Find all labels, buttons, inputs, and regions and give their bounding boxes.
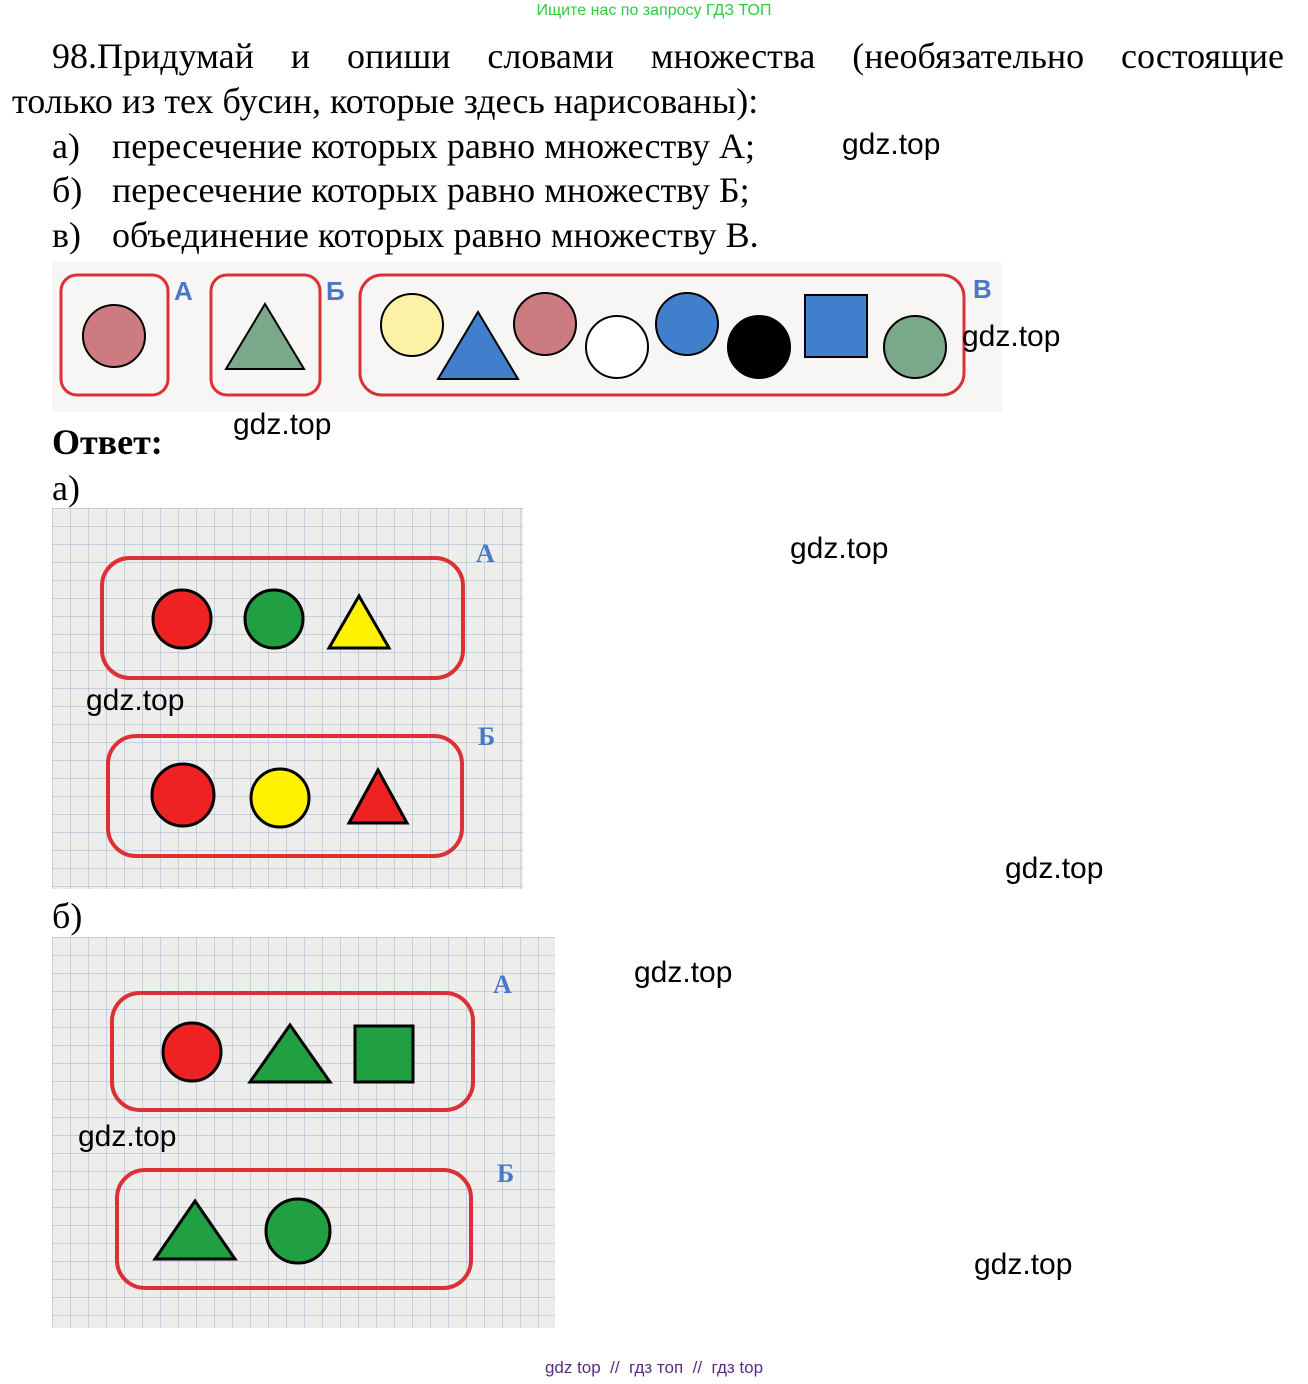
- task-line-1: 98.Придумай и опиши словами множества (н…: [52, 36, 1284, 76]
- pale-red-circle-bead: [82, 304, 146, 368]
- answer-a-set-a-outline: [100, 556, 465, 680]
- answer-b-label-b: Б: [497, 1159, 514, 1188]
- sets-figure: А Б В: [52, 262, 1002, 412]
- black-circle-bead: [727, 315, 791, 379]
- watermark: gdz.top: [790, 532, 889, 565]
- answer-a-set-b-outline: [106, 734, 464, 858]
- task-item-c-text: объединение которых равно множеству В.: [112, 215, 759, 255]
- watermark: gdz.top: [1005, 852, 1104, 885]
- answer-part-a-marker: а): [52, 468, 80, 508]
- red-circle-bead: [151, 588, 213, 650]
- set-label-a: А: [174, 276, 193, 306]
- green-triangle-bead: [247, 1022, 333, 1084]
- green-circle-bead: [243, 588, 305, 650]
- blue-triangle-bead: [436, 310, 520, 380]
- task-item-a-text: пересечение которых равно множеству А;: [112, 126, 755, 166]
- green-circle-bead: [264, 1197, 332, 1265]
- set-c-outline: [358, 273, 966, 397]
- yellow-triangle-bead: [326, 592, 392, 650]
- red-triangle-bead: [346, 766, 410, 825]
- white-circle-bead: [585, 315, 649, 379]
- pale-red-circle-bead: [513, 292, 577, 356]
- red-circle-bead: [161, 1021, 223, 1083]
- pale-green-triangle-bead: [224, 302, 306, 370]
- watermark: gdz.top: [78, 1120, 177, 1153]
- task-line-2: только из тех бусин, которые здесь нарис…: [12, 81, 759, 121]
- green-square-bead: [353, 1024, 415, 1084]
- green-triangle-bead: [152, 1198, 238, 1261]
- answer-b-drawing: А Б: [110, 970, 514, 1290]
- task-item-c-marker: в): [52, 215, 81, 255]
- blue-square-bead: [804, 294, 868, 358]
- answer-heading: Ответ:: [52, 422, 163, 462]
- pale-yellow-circle-bead: [380, 293, 444, 357]
- watermark: gdz.top: [86, 684, 185, 717]
- answer-a-drawing: А Б: [100, 539, 495, 858]
- answer-a-grid: А Б: [52, 508, 523, 889]
- answer-a-label-a: А: [476, 539, 495, 568]
- task-item-a-marker: а): [52, 126, 80, 166]
- answer-b-grid: А Б: [52, 937, 555, 1328]
- set-a-outline: [59, 273, 170, 397]
- site-note: Ищите нас по запросу ГДЗ ТОП: [536, 2, 772, 19]
- watermark: gdz.top: [842, 128, 941, 161]
- set-label-c: В: [973, 274, 992, 304]
- yellow-circle-bead: [249, 767, 311, 829]
- answer-part-b-marker: б): [52, 896, 83, 936]
- answer-b-label-a: А: [493, 970, 512, 999]
- blue-circle-bead: [655, 292, 719, 356]
- watermark: gdz.top: [634, 956, 733, 989]
- task-item-b-marker: б): [52, 170, 83, 210]
- watermark: gdz.top: [233, 408, 332, 441]
- watermark: gdz.top: [962, 320, 1061, 353]
- answer-b-set-a-outline: [110, 991, 475, 1112]
- answer-b-set-b-outline: [115, 1168, 473, 1290]
- task-item-b-text: пересечение которых равно множеству Б;: [112, 170, 750, 210]
- set-label-b: Б: [326, 276, 345, 306]
- set-b-outline: [209, 273, 322, 397]
- watermark: gdz.top: [974, 1248, 1073, 1281]
- pale-green-circle-bead: [883, 315, 947, 379]
- footer-links[interactable]: gdz top // гдз топ // гдз top: [544, 1358, 764, 1377]
- answer-a-label-b: Б: [478, 722, 495, 751]
- red-circle-bead: [150, 762, 216, 828]
